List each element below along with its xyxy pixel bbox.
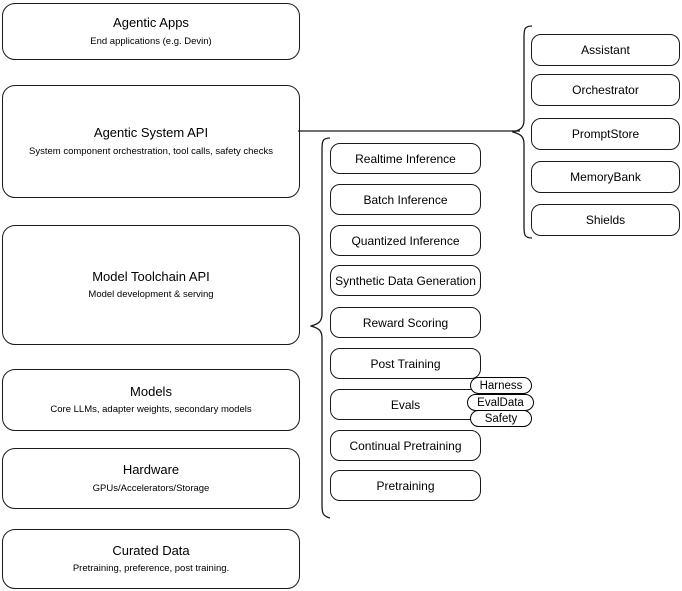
- toolchain-component-label: Reward Scoring: [362, 315, 449, 330]
- toolchain-component-label: Synthetic Data Generation: [335, 273, 476, 288]
- evals-subcomponent-label: Safety: [484, 412, 518, 425]
- toolchain-component-batch-inference[interactable]: Batch Inference: [330, 184, 481, 215]
- toolchain-component-realtime-inference[interactable]: Realtime Inference: [330, 143, 481, 174]
- system-component-shields[interactable]: Shields: [531, 204, 680, 236]
- stack-layer-agentic-system-api[interactable]: Agentic System API System component orch…: [2, 85, 300, 198]
- system-component-label: MemoryBank: [570, 170, 641, 184]
- toolchain-component-post-training[interactable]: Post Training: [330, 348, 481, 379]
- toolchain-component-quantized-inference[interactable]: Quantized Inference: [330, 225, 481, 256]
- system-component-label: PromptStore: [571, 127, 640, 141]
- stack-layer-subtitle: Core LLMs, adapter weights, secondary mo…: [50, 404, 252, 416]
- toolchain-component-pretraining[interactable]: Pretraining: [330, 470, 481, 501]
- stack-layer-agentic-apps[interactable]: Agentic Apps End applications (e.g. Devi…: [2, 3, 300, 60]
- stack-layer-subtitle: Model development & serving: [88, 289, 214, 301]
- stack-layer-subtitle: System component orchestration, tool cal…: [29, 145, 273, 157]
- stack-layer-title: Agentic System API: [93, 125, 209, 141]
- stack-layer-title: Agentic Apps: [113, 15, 189, 31]
- toolchain-components-brace: [310, 137, 331, 519]
- system-api-connector-line: [298, 130, 520, 132]
- stack-layer-title: Models: [130, 383, 172, 399]
- stack-layer-subtitle: End applications (e.g. Devin): [90, 35, 212, 47]
- evals-subcomponent-label: Harness: [479, 379, 523, 392]
- stack-layer-models[interactable]: Models Core LLMs, adapter weights, secon…: [2, 369, 300, 431]
- stack-layer-subtitle: Pretraining, preference, post training.: [72, 563, 230, 575]
- toolchain-component-label: Continual Pretraining: [349, 438, 462, 453]
- system-component-promptstore[interactable]: PromptStore: [531, 118, 680, 150]
- system-component-assistant[interactable]: Assistant: [531, 34, 680, 66]
- stack-layer-hardware[interactable]: Hardware GPUs/Accelerators/Storage: [2, 448, 300, 509]
- toolchain-component-label: Quantized Inference: [351, 233, 460, 248]
- toolchain-component-reward-scoring[interactable]: Reward Scoring: [330, 307, 481, 338]
- system-component-memorybank[interactable]: MemoryBank: [531, 161, 680, 193]
- toolchain-component-continual-pretraining[interactable]: Continual Pretraining: [330, 430, 481, 461]
- system-component-label: Assistant: [581, 43, 630, 57]
- system-component-orchestrator[interactable]: Orchestrator: [531, 74, 680, 106]
- toolchain-component-synthetic-data-generation[interactable]: Synthetic Data Generation: [330, 265, 481, 296]
- stack-layer-title: Hardware: [122, 462, 180, 478]
- system-component-label: Shields: [585, 213, 626, 227]
- stack-layer-title: Model Toolchain API: [92, 268, 210, 284]
- toolchain-component-label: Post Training: [370, 356, 441, 371]
- evals-subcomponent-evaldata[interactable]: EvalData: [467, 394, 534, 411]
- toolchain-component-label: Evals: [390, 397, 421, 412]
- stack-layer-title: Curated Data: [112, 542, 190, 558]
- stack-layer-model-toolchain-api[interactable]: Model Toolchain API Model development & …: [2, 225, 300, 345]
- evals-subcomponent-harness[interactable]: Harness: [470, 377, 532, 394]
- toolchain-component-label: Batch Inference: [363, 192, 448, 207]
- stack-layer-curated-data[interactable]: Curated Data Pretraining, preference, po…: [2, 529, 300, 589]
- system-component-label: Orchestrator: [572, 83, 639, 97]
- toolchain-component-evals[interactable]: Evals: [330, 389, 481, 420]
- stack-layer-subtitle: GPUs/Accelerators/Storage: [92, 482, 210, 494]
- evals-subcomponent-label: EvalData: [477, 396, 524, 409]
- toolchain-component-label: Pretraining: [376, 478, 435, 493]
- toolchain-component-label: Realtime Inference: [355, 151, 456, 166]
- evals-subcomponent-safety[interactable]: Safety: [470, 410, 532, 427]
